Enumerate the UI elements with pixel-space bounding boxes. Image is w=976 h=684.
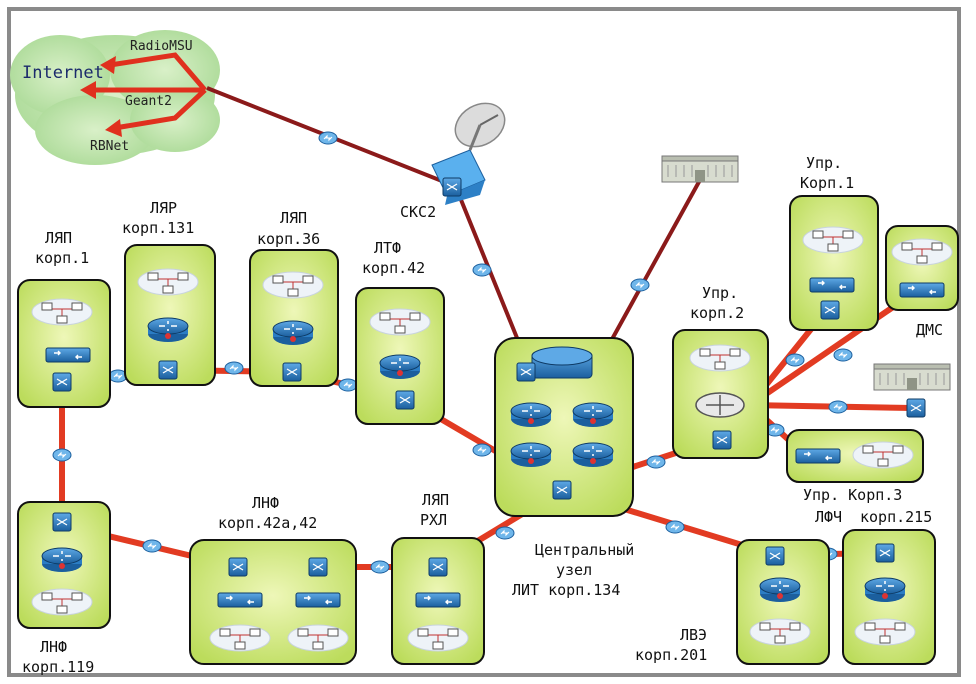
lyar131-label-line1: ЛЯР bbox=[150, 199, 177, 217]
lyap36-label-line1: ЛЯП bbox=[280, 209, 307, 227]
group-lnf-korp42a bbox=[189, 539, 357, 665]
group-upr-korp2 bbox=[672, 329, 769, 459]
rbnet-label: RBNet bbox=[90, 139, 129, 154]
internet-links bbox=[90, 52, 207, 131]
group-lve-korp201 bbox=[736, 539, 830, 665]
building-right-icon bbox=[873, 363, 951, 391]
lyap36-label-line2: корп.36 bbox=[257, 230, 320, 248]
central-node-group bbox=[494, 337, 634, 517]
group-upr-korp3 bbox=[786, 429, 924, 483]
lve-label-line2: корп.201 bbox=[635, 646, 707, 664]
group-lyap-korp1 bbox=[17, 279, 111, 408]
lve-label-line1: ЛВЭ bbox=[680, 626, 707, 644]
group-ltf-korp42 bbox=[355, 287, 445, 425]
central-label-line3: ЛИТ корп.134 bbox=[512, 581, 620, 599]
upr3-label: Упр. Корп.3 bbox=[803, 486, 902, 504]
group-dms bbox=[885, 225, 959, 311]
skc2-switch-icon bbox=[442, 177, 462, 197]
central-label-line1: Центральный bbox=[535, 541, 634, 559]
skc2-label: СКС2 bbox=[400, 203, 436, 221]
internet-label: Internet bbox=[22, 63, 104, 83]
group-lyap-rkhl bbox=[391, 537, 485, 665]
group-upr-korp1 bbox=[789, 195, 879, 331]
lfch-label-line2: корп.215 bbox=[860, 508, 932, 526]
group-lnf-korp119 bbox=[17, 501, 111, 629]
lyap-rkhl-label-line1: ЛЯП bbox=[422, 491, 449, 509]
lyar131-label-line2: корп.131 bbox=[122, 219, 194, 237]
central-label-line2: узел bbox=[556, 561, 592, 579]
lyap-rkhl-label-line2: РХЛ bbox=[420, 511, 447, 529]
ltf42-label-line1: ЛТФ bbox=[374, 239, 401, 257]
lfch-label-line1: ЛФЧ bbox=[815, 508, 842, 526]
upr2-label-line1: Упр. bbox=[702, 284, 738, 302]
upr1-label-line1: Упр. bbox=[806, 154, 842, 172]
geant2-label: Geant2 bbox=[125, 94, 172, 109]
lnf42a-label-line1: ЛНФ bbox=[252, 494, 279, 512]
lnf119-label-line1: ЛНФ bbox=[40, 638, 67, 656]
group-lfch-korp215 bbox=[842, 529, 936, 665]
building-icon bbox=[661, 155, 739, 183]
group-lyap-korp36 bbox=[249, 249, 339, 387]
ltf42-label-line2: корп.42 bbox=[362, 259, 425, 277]
lnf119-label-line2: корп.119 bbox=[22, 658, 94, 676]
dms-label: ДМС bbox=[916, 321, 943, 339]
lnf42a-label-line2: корп.42а,42 bbox=[218, 514, 317, 532]
satellite-dish-icon bbox=[431, 102, 506, 205]
upr1-label-line2: Корп.1 bbox=[800, 174, 854, 192]
radiomsu-label: RadioMSU bbox=[130, 39, 193, 54]
lyap1-label-line1: ЛЯП bbox=[45, 229, 72, 247]
lyap1-label-line2: корп.1 bbox=[35, 249, 89, 267]
building-right-switch-icon bbox=[906, 398, 926, 418]
group-lyar-korp131 bbox=[124, 244, 216, 386]
upr2-label-line2: корп.2 bbox=[690, 304, 744, 322]
